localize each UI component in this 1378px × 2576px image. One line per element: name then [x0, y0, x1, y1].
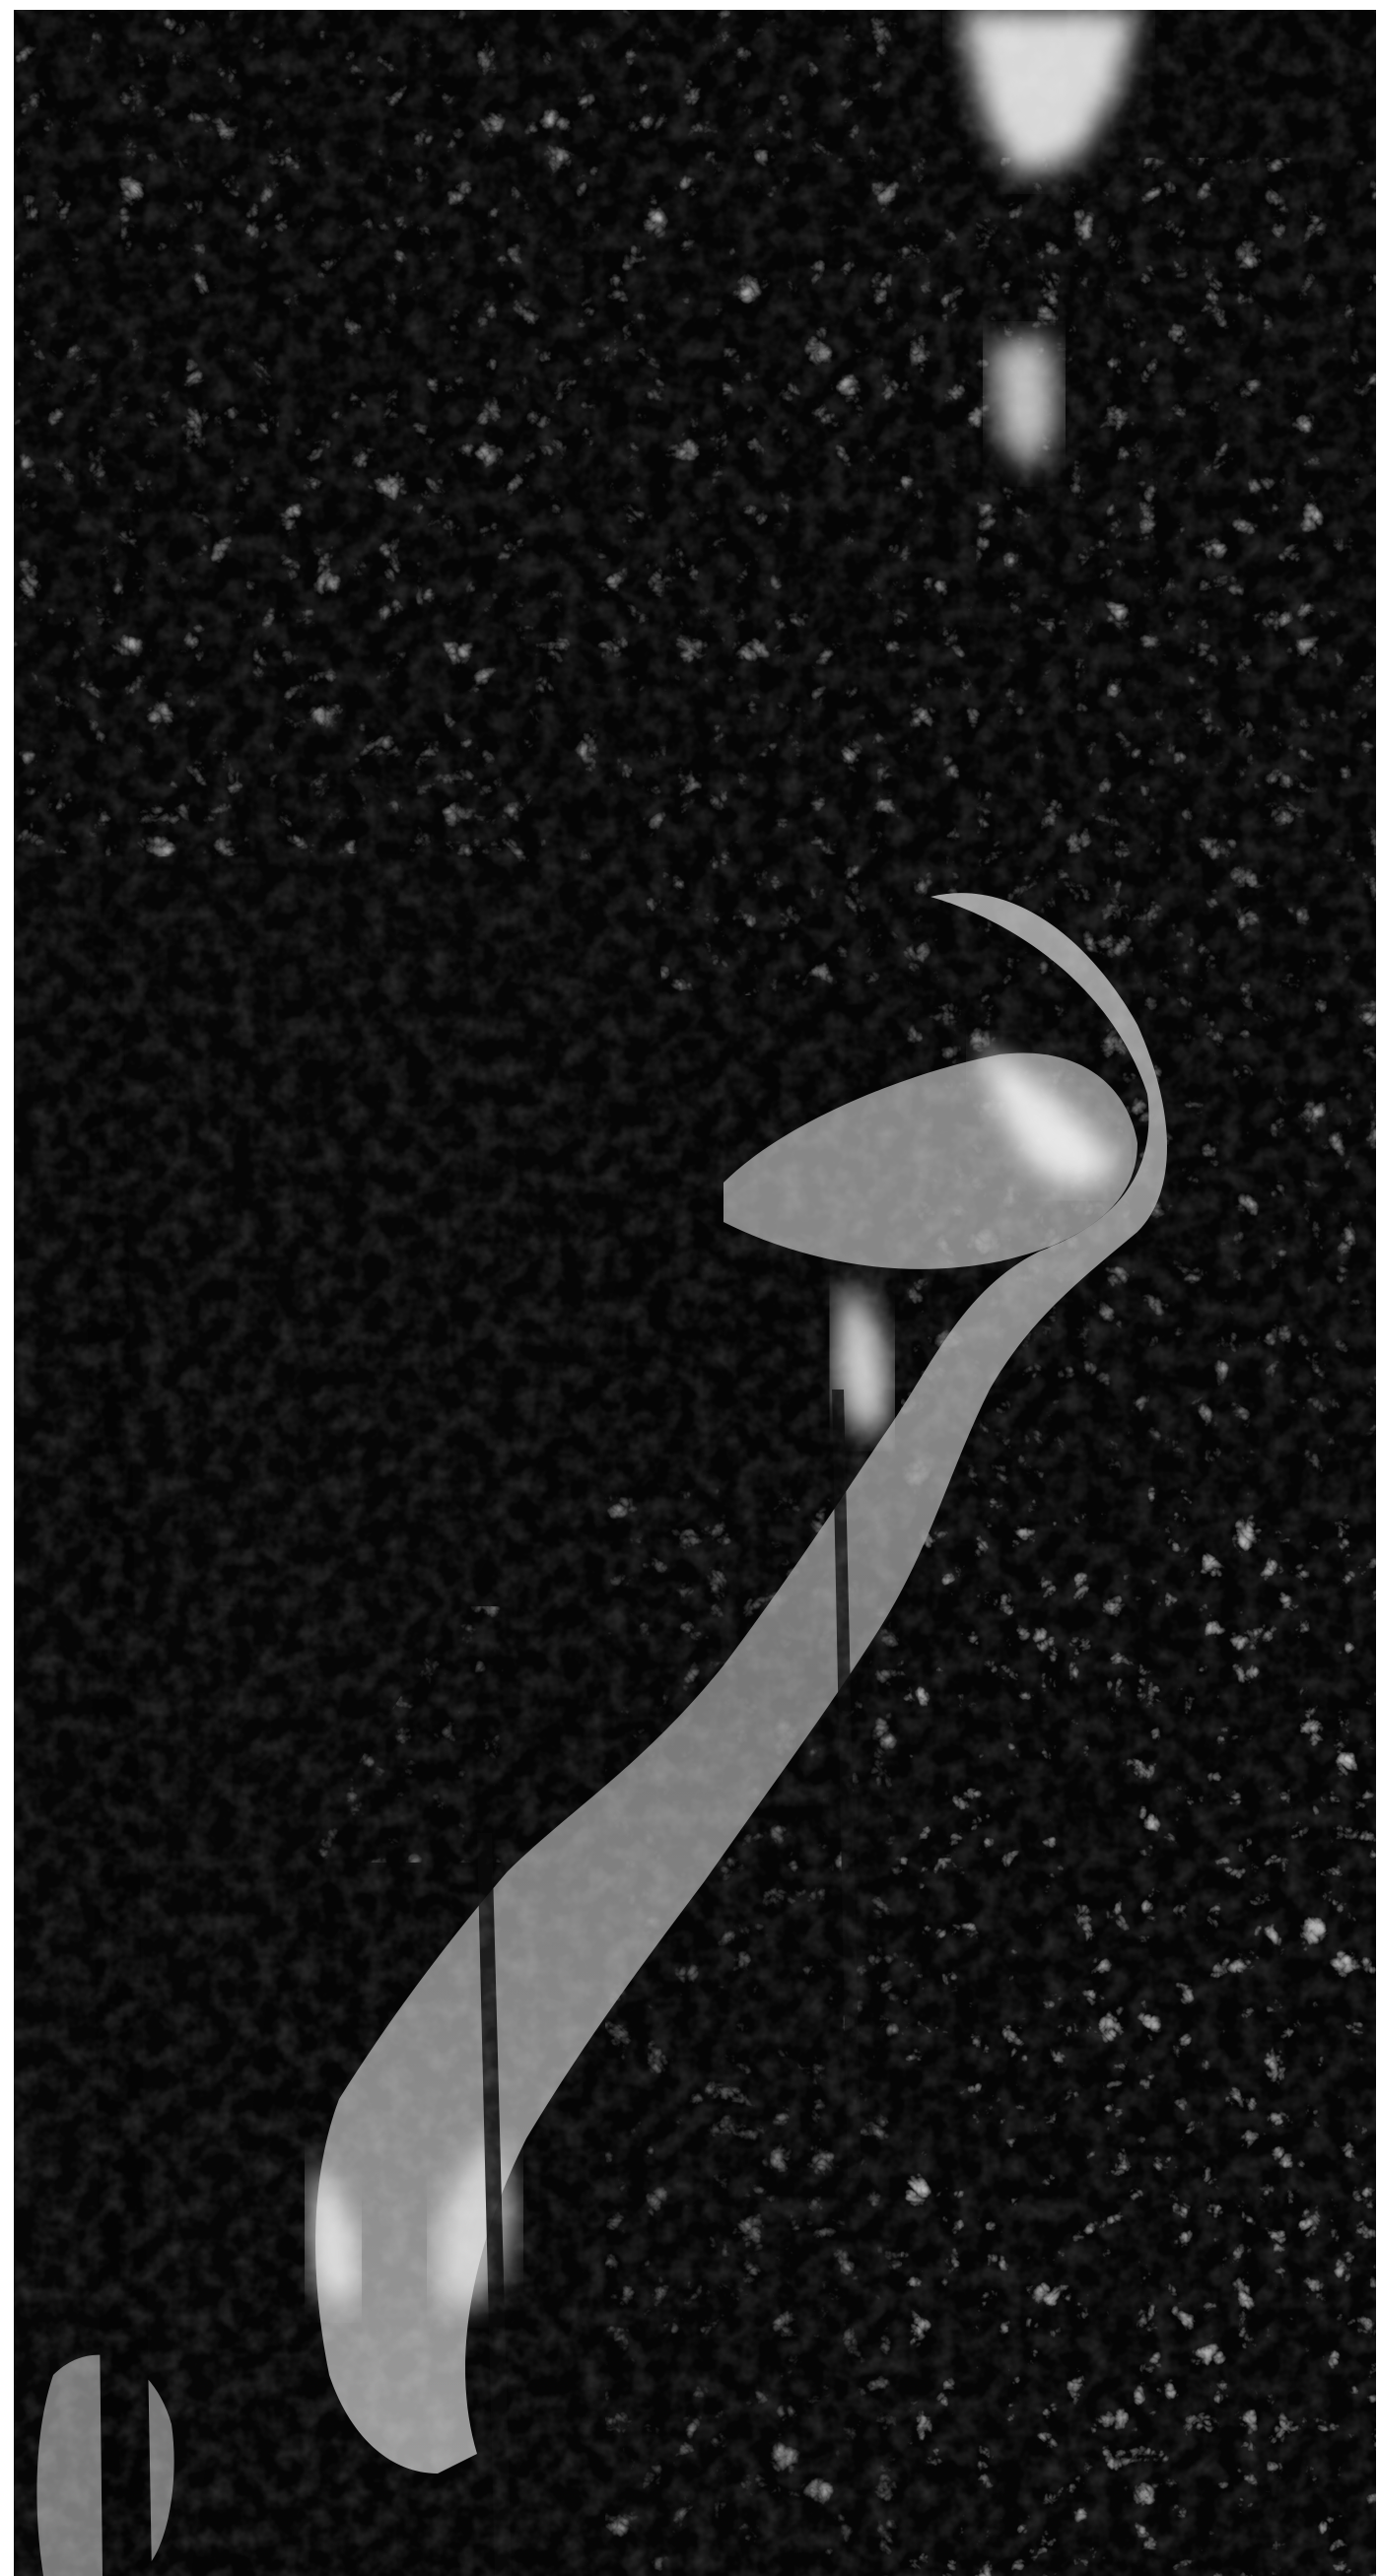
- film-grain: [14, 10, 1376, 2576]
- waterfall-scene: [14, 10, 1376, 2576]
- waterfall-photograph: [14, 10, 1376, 2576]
